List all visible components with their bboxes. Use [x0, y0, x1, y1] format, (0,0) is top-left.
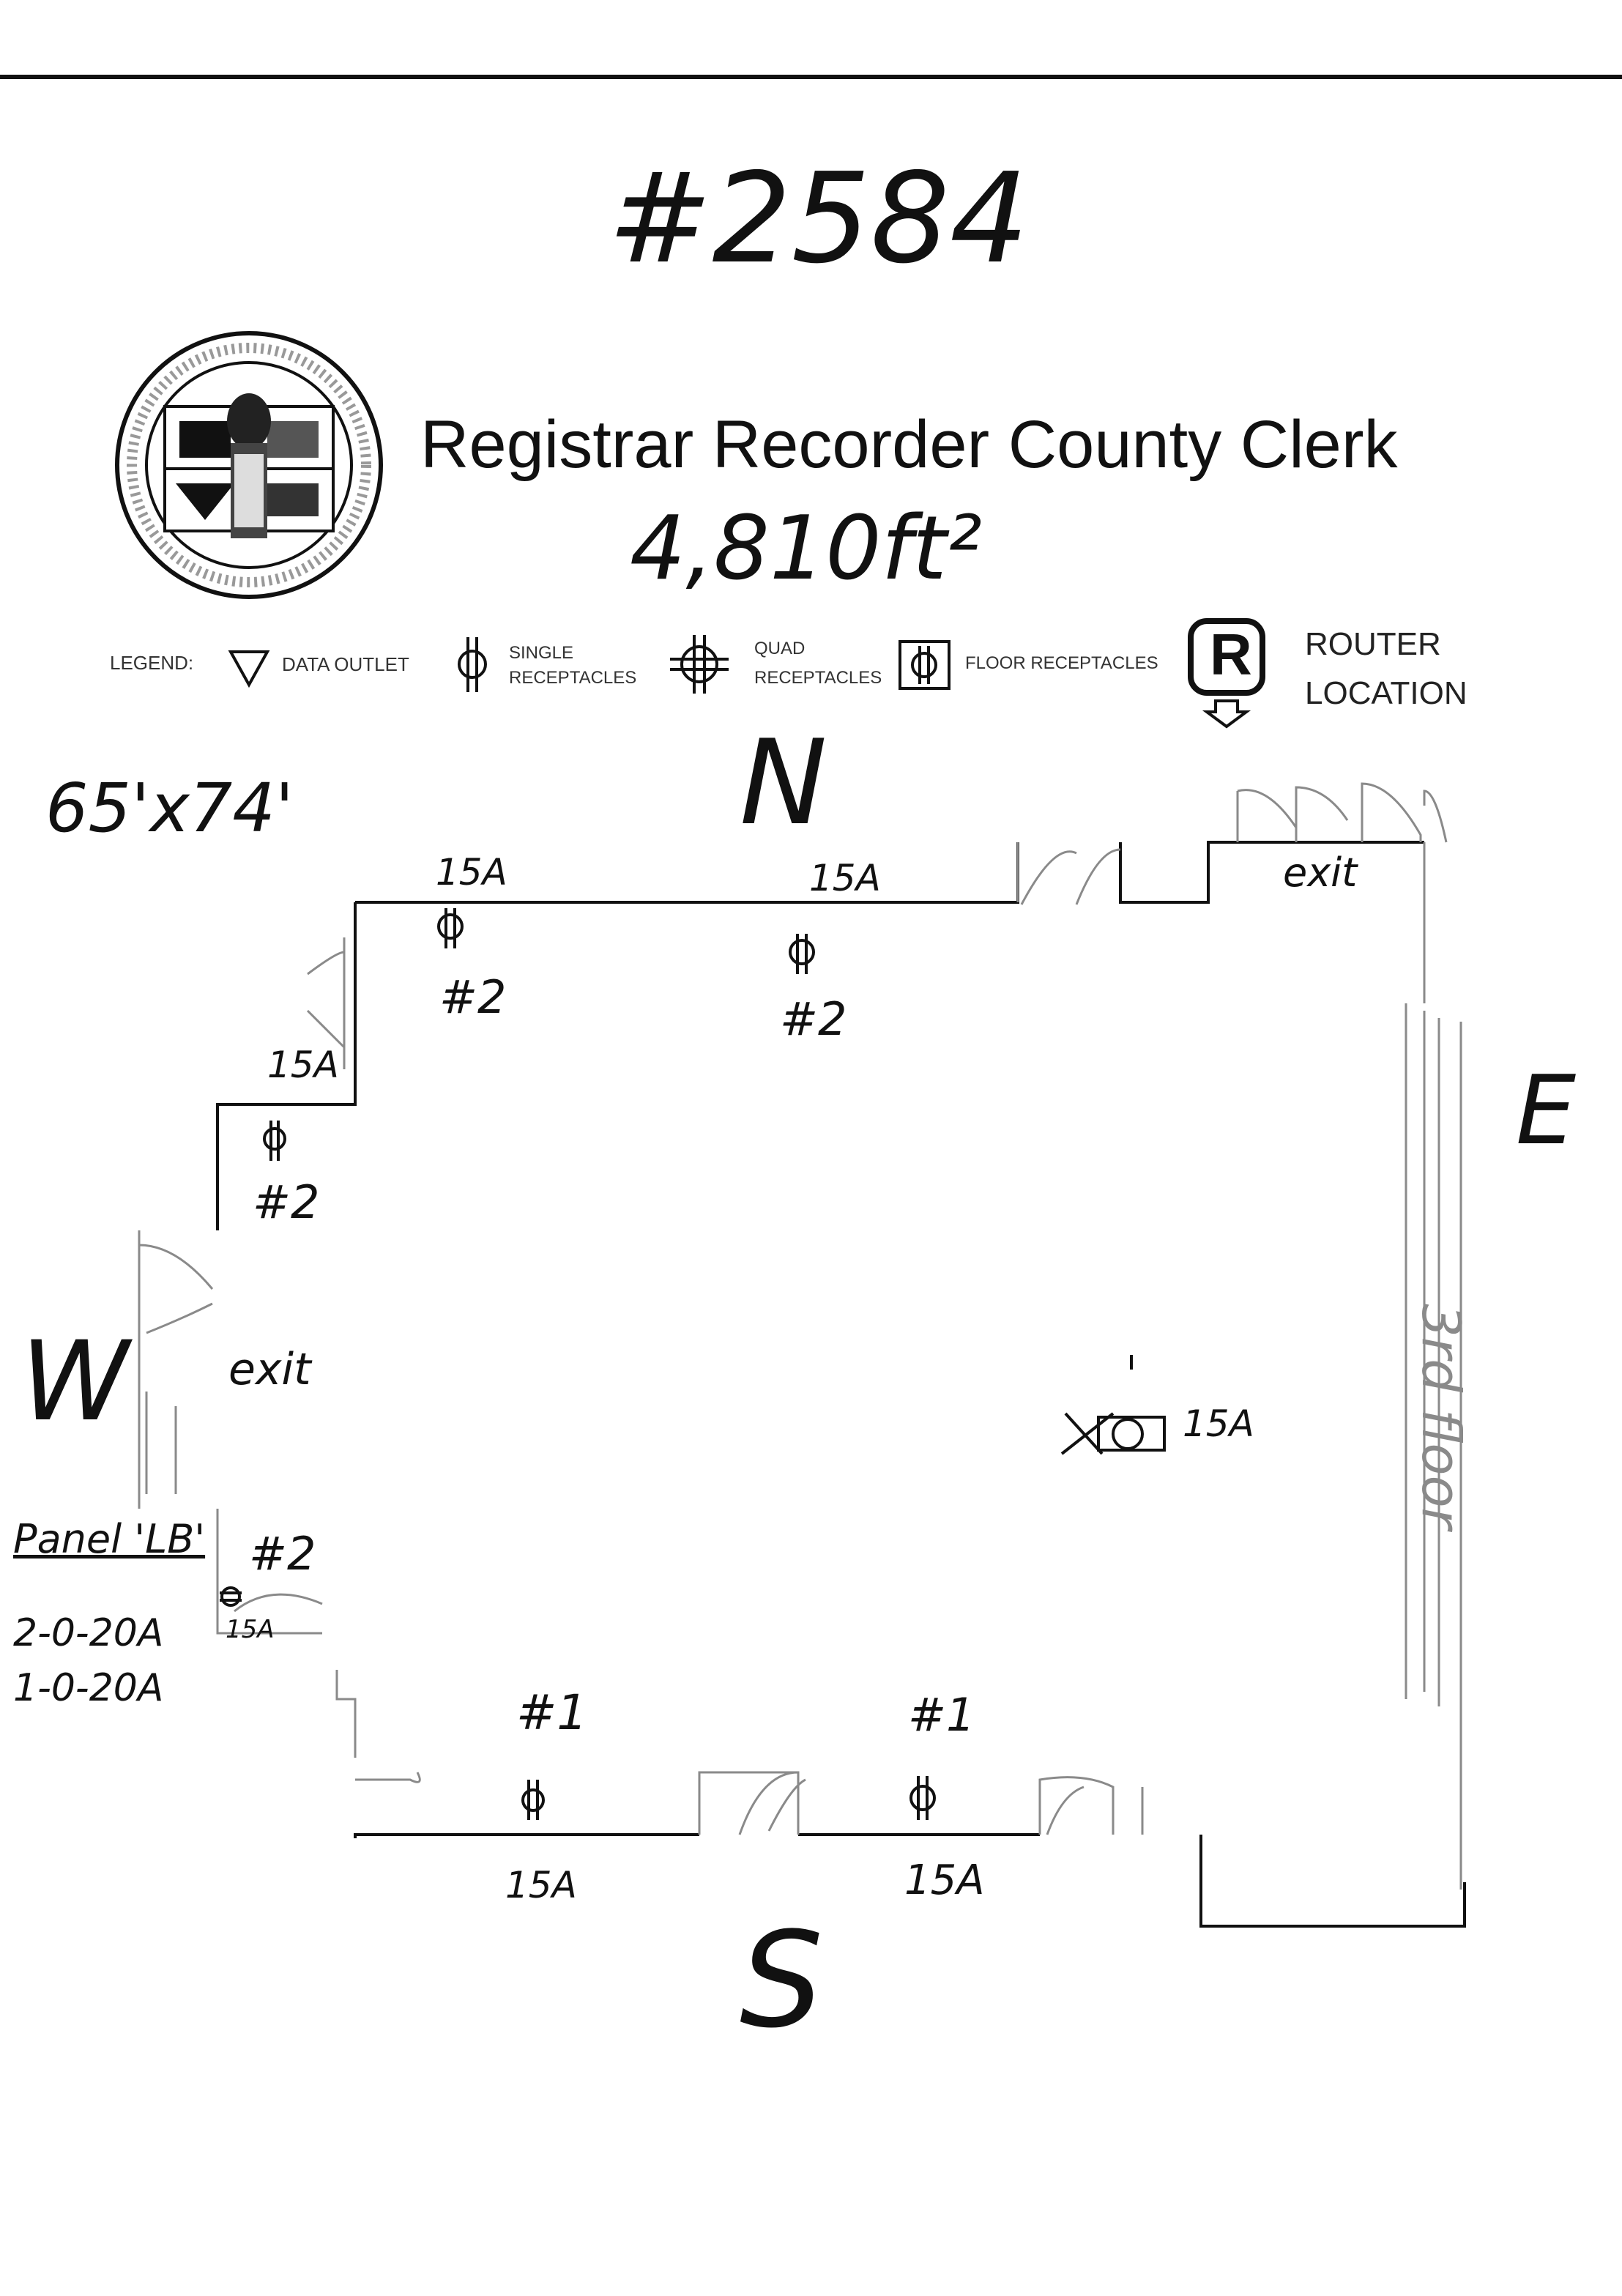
north-left-amps: 15A	[436, 851, 507, 893]
legend-router-line2: LOCATION	[1305, 675, 1467, 711]
legend-single-line1: SINGLE	[509, 643, 574, 663]
north-mid-amps: 15A	[809, 857, 881, 899]
room-dimensions: 65'x74'	[45, 769, 294, 847]
floor-receptacle-icon	[899, 640, 950, 690]
router-icon	[1188, 618, 1265, 729]
router-symbol: R	[1210, 622, 1252, 687]
receptacle-symbols	[220, 908, 1166, 1820]
panel-line1: 2-0-20A	[13, 1611, 164, 1655]
legend-label: LEGEND:	[110, 652, 194, 674]
west-lower-amps: 15A	[226, 1615, 275, 1644]
north-left-circuit: #2	[439, 970, 507, 1024]
legend-quad-line1: QUAD	[754, 639, 806, 658]
county-seal-icon	[115, 331, 383, 599]
receptacle-north-left-icon	[437, 908, 464, 948]
single-receptacle-icon	[458, 637, 487, 692]
south-left-amps: 15A	[505, 1864, 577, 1906]
exit-west: exit	[228, 1344, 311, 1395]
panel-line2: 1-0-20A	[13, 1666, 164, 1710]
exit-north: exit	[1283, 850, 1358, 896]
compass-west: W	[21, 1318, 130, 1446]
south-right-circuit: #1	[908, 1688, 975, 1742]
west-lower-circuit: #2	[249, 1527, 316, 1580]
legend-floor-label: FLOOR RECEPTACLES	[965, 653, 1158, 673]
legend-single-line2: RECEPTACLES	[509, 668, 637, 688]
compass-north: N	[740, 714, 827, 851]
receptacle-west-upper-icon	[263, 1121, 286, 1161]
south-left-circuit: #1	[516, 1684, 588, 1741]
east-note: 3rd floor	[1410, 1304, 1472, 1530]
floor-receptacle-amps: 15A	[1183, 1403, 1254, 1445]
page-top-border	[0, 75, 1622, 79]
pencil-linework	[138, 782, 1462, 1890]
quad-receptacle-icon	[670, 635, 729, 694]
south-right-amps: 15A	[904, 1857, 985, 1904]
receptacle-south-right-icon	[909, 1776, 936, 1820]
legend-quad-line2: RECEPTACLES	[754, 668, 882, 688]
receptacle-south-left-icon	[521, 1780, 545, 1820]
triangle-icon	[228, 650, 270, 688]
compass-east: E	[1516, 1055, 1577, 1166]
floor-receptacle-mark-icon	[1060, 1355, 1166, 1455]
compass-south: S	[740, 1904, 824, 2057]
north-mid-circuit: #2	[780, 992, 847, 1046]
receptacle-north-mid-icon	[789, 934, 815, 974]
doc-number: #2584	[608, 146, 1030, 291]
west-upper-amps: 15A	[267, 1044, 339, 1086]
legend-router-line1: ROUTER	[1305, 626, 1441, 662]
receptacle-west-lower-icon	[220, 1586, 242, 1607]
legend-data-outlet-label: DATA OUTLET	[282, 653, 409, 675]
west-upper-circuit: #2	[253, 1175, 320, 1229]
page-title: Registrar Recorder County Clerk	[420, 407, 1398, 482]
floor-area: 4,810ft²	[630, 498, 982, 600]
panel-name: Panel 'LB'	[13, 1516, 206, 1562]
